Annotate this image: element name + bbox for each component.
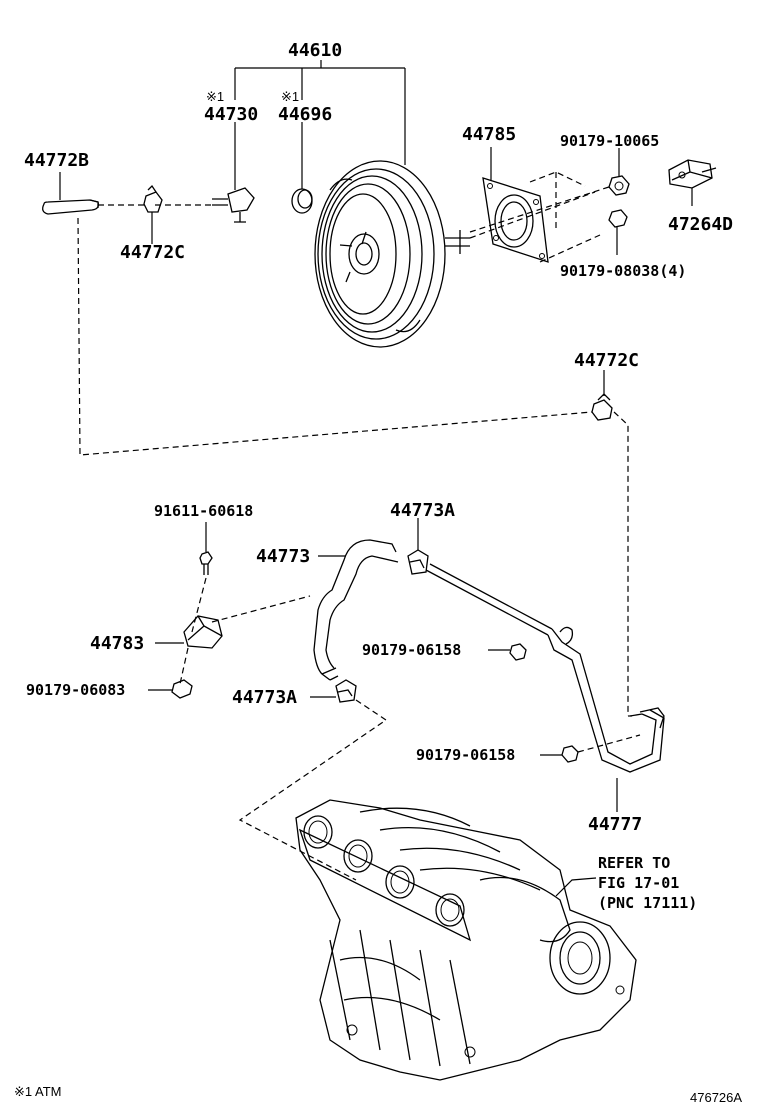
label-44772C-top: 44772C	[120, 242, 185, 263]
intake-manifold	[295, 799, 637, 1081]
brake-booster	[314, 160, 470, 348]
label-44773: 44773	[256, 546, 310, 567]
label-44772B: 44772B	[24, 150, 89, 171]
label-90179-10065: 90179-10065	[560, 132, 659, 150]
atm-mark-44730: ※1	[206, 89, 224, 104]
label-44730: 44730	[204, 104, 258, 125]
bracket-47264D	[668, 159, 717, 206]
label-91611-60618: 91611-60618	[154, 502, 253, 520]
figure-code: 476726A	[690, 1090, 742, 1105]
leader-44610	[234, 60, 406, 165]
clip-44773A-bottom	[238, 679, 388, 881]
clip-44772C-top	[143, 184, 163, 244]
label-90179-06158-b: 90179-06158	[416, 746, 515, 764]
label-47264D: 47264D	[668, 214, 733, 235]
clip-44773A-top	[407, 518, 429, 575]
label-44772C-right: 44772C	[574, 350, 639, 371]
label-90179-06083: 90179-06083	[26, 681, 125, 699]
refer-note-line2: FIG 17-01	[598, 874, 679, 892]
gasket-44785	[469, 147, 613, 263]
label-90179-08038: 90179-08038(4)	[560, 262, 686, 280]
label-44783: 44783	[90, 633, 144, 654]
hose-44773	[313, 539, 399, 681]
label-44610: 44610	[288, 40, 342, 61]
bolt-91611-60618	[191, 522, 213, 633]
label-44696: 44696	[278, 104, 332, 125]
refer-note-line3: (PNC 17111)	[598, 894, 697, 912]
nut-90179-08038	[608, 209, 628, 255]
refer-note-line1: REFER TO	[598, 854, 670, 872]
label-44777: 44777	[588, 814, 642, 835]
nut-90179-06158-b	[540, 734, 641, 763]
label-44785: 44785	[462, 124, 516, 145]
check-valve-44730	[212, 122, 255, 223]
route-dashed-line	[77, 217, 629, 716]
atm-mark-44696: ※1	[281, 89, 299, 104]
grommet-44696	[291, 122, 313, 214]
nut-90179-06083	[148, 679, 193, 699]
label-44773A-bottom: 44773A	[232, 687, 297, 708]
vacuum-pipe-44777	[425, 563, 665, 812]
label-44773A-top: 44773A	[390, 500, 455, 521]
nut-90179-06158-a	[488, 643, 527, 661]
clip-44772C-right	[591, 370, 613, 421]
hose-44772B	[42, 172, 212, 215]
nut-90179-10065	[608, 148, 630, 196]
label-90179-06158-a: 90179-06158	[362, 641, 461, 659]
legend-atm: ※1 ATM	[14, 1084, 62, 1099]
bracket-44783	[155, 595, 311, 685]
